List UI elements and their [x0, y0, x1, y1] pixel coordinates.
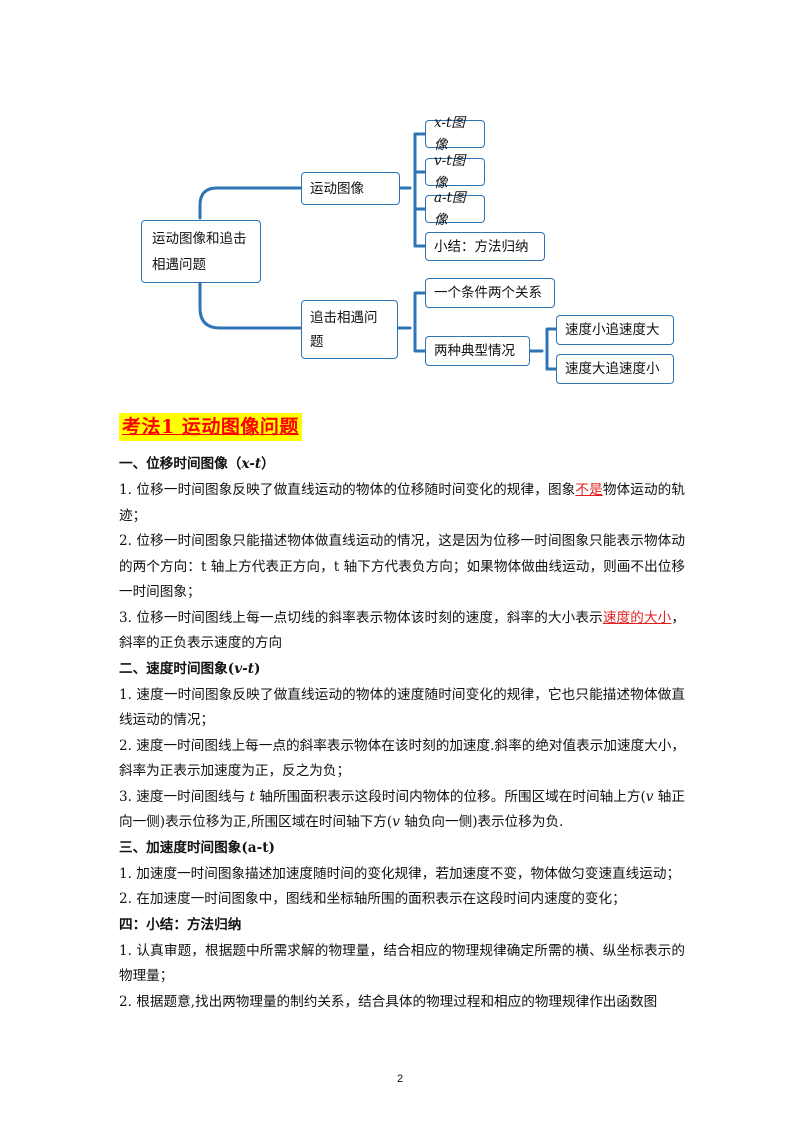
kaofa-heading: 考法1 运动图像问题 — [119, 413, 302, 441]
item-label: v-t图像 — [434, 153, 466, 191]
branch-label: 追击相遇问题 — [310, 309, 378, 350]
section-heading-vt: 二、速度时间图象(v-t) — [119, 660, 261, 677]
paragraph: 3. 速度一时间图线与 t 轴所围面积表示这段时间内物体的位移。所围区域在时间轴… — [119, 788, 685, 831]
section-heading-at: 三、加速度时间图象(a-t) — [119, 839, 275, 856]
mindmap-connectors — [198, 132, 558, 371]
paragraph: 2. 位移一时间图象只能描述物体做直线运动的情况，这是因为位移一时间图象只能表示… — [119, 533, 685, 600]
mindmap-branch-motion-graphs: 运动图像 — [301, 172, 400, 205]
mindmap-item-xt: x-t图像 — [425, 115, 485, 153]
item-label: x-t图像 — [434, 115, 465, 153]
item-label: 速度大追速度小 — [565, 361, 660, 377]
paragraph: 1. 加速度一时间图象描述加速度随时间的变化规律，若加速度不变，物体做匀变速直线… — [119, 865, 681, 882]
mindmap-item-fast-chase-slow: 速度大追速度小 — [556, 354, 674, 384]
item-label: 速度小追速度大 — [565, 322, 660, 338]
paragraph: 1. 认真审题，根据题中所需求解的物理量，结合相应的物理规律确定所需的横、纵坐标… — [119, 942, 685, 985]
mindmap-item-two-cases: 两种典型情况 — [425, 336, 530, 366]
document-body: 一、位移时间图像（x-t） 1. 位移一时间图象反映了做直线运动的物体的位移随时… — [119, 452, 685, 1015]
item-label: 一个条件两个关系 — [434, 285, 542, 301]
mindmap-root-label: 运动图像和追击相遇问题 — [152, 230, 247, 273]
page-number: 2 — [396, 1073, 404, 1085]
mindmap-item-vt: v-t图像 — [425, 153, 485, 191]
paragraph: 2. 根据题意,找出两物理量的制约关系，结合具体的物理过程和相应的物理规律作出函… — [119, 993, 658, 1010]
paragraph: 1. 速度一时间图象反映了做直线运动的物体的速度随时间变化的规律，它也只能描述物… — [119, 686, 685, 729]
mindmap-item-slow-chase-fast: 速度小追速度大 — [556, 315, 674, 345]
item-label: 两种典型情况 — [434, 343, 515, 359]
item-label: 小结：方法归纳 — [434, 238, 529, 255]
paragraph: 2. 在加速度一时间图象中，图线和坐标轴所围的面积表示在这段时间内速度的变化； — [119, 891, 626, 907]
mindmap-branch-pursuit: 追击相遇问题 — [301, 300, 398, 359]
mindmap-item-summary: 小结：方法归纳 — [425, 232, 545, 261]
item-label: a-t图像 — [434, 190, 466, 228]
mindmap-root: 运动图像和追击相遇问题 — [141, 220, 261, 283]
section-heading-summary: 四：小结：方法归纳 — [119, 916, 242, 933]
branch-label: 运动图像 — [310, 180, 364, 197]
paragraph: 2. 速度一时间图线上每一点的斜率表示物体在该时刻的加速度.斜率的绝对值表示加速… — [119, 737, 685, 780]
mindmap-item-at: a-t图像 — [425, 190, 485, 228]
paragraph: 1. 位移一时间图象反映了做直线运动的物体的位移随时间变化的规律，图象不是物体运… — [119, 482, 685, 524]
mindmap-item-condition: 一个条件两个关系 — [425, 278, 555, 308]
paragraph: 3. 位移一时间图线上每一点切线的斜率表示物体该时刻的速度，斜率的大小表示速度的… — [119, 609, 685, 652]
section-heading-xt: 一、位移时间图像（x-t） — [119, 456, 275, 472]
